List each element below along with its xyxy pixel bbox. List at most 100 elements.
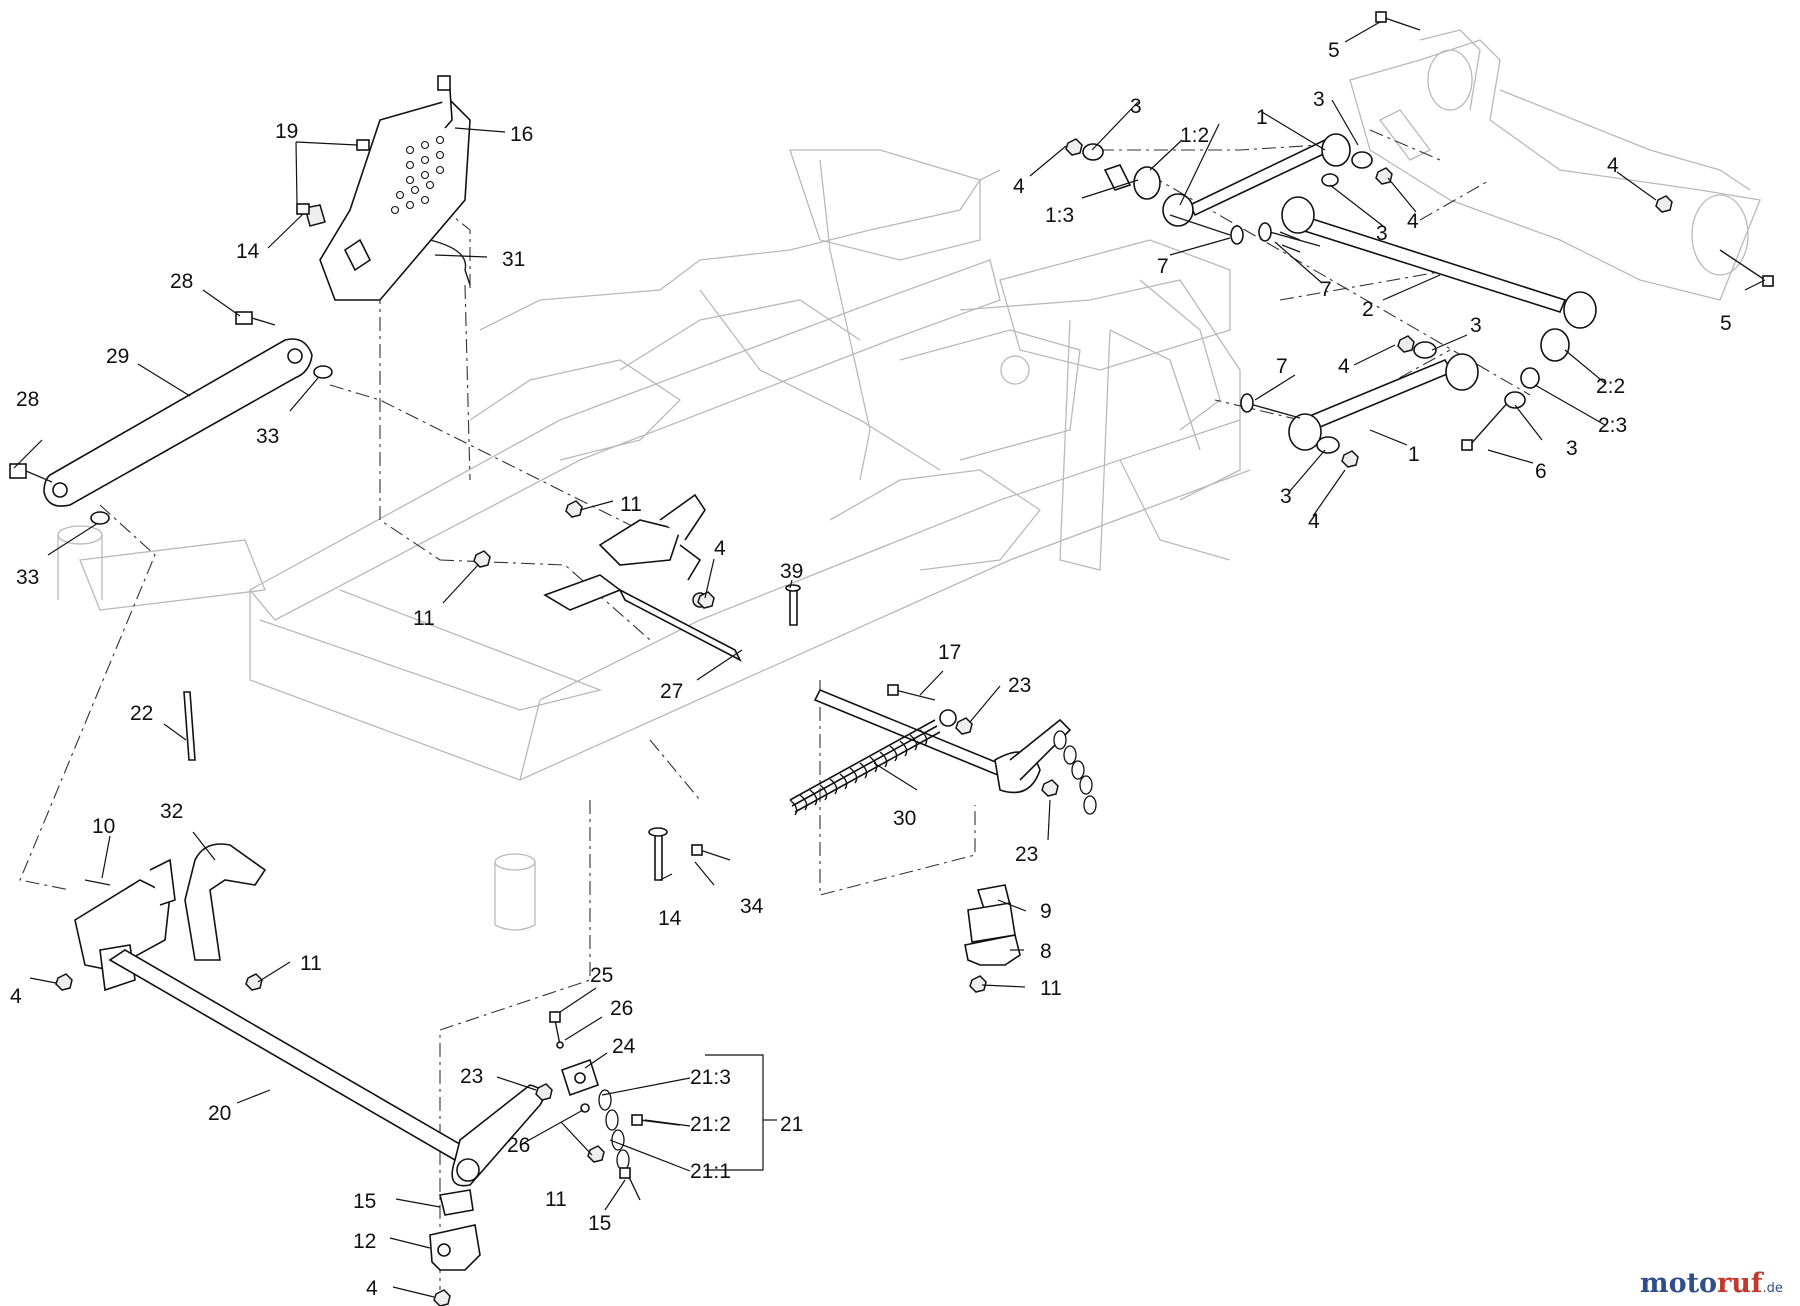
callout-4-bottom-right: 4	[1308, 510, 1320, 533]
callout-26-top: 26	[610, 997, 633, 1020]
bolt-28-top	[235, 311, 276, 326]
callout-3-lower: 3	[1470, 314, 1482, 337]
bolt-34-head	[691, 844, 703, 856]
callout-7-upper: 7	[1157, 255, 1169, 278]
spring-assembly	[789, 688, 1097, 816]
callout-23-chain: 23	[460, 1065, 483, 1088]
washer-33-bottom	[90, 511, 110, 525]
callout-29: 29	[106, 345, 129, 368]
callout-4-far-right: 4	[1607, 154, 1619, 177]
nut-23-upper	[955, 717, 973, 735]
callout-8: 8	[1040, 940, 1052, 963]
mount-8-9	[964, 884, 1021, 993]
callout-23-upper: 23	[1008, 674, 1031, 697]
callout-4-ul: 4	[1013, 175, 1025, 198]
pin-14-head	[648, 827, 668, 837]
rear-pivot-shaft	[108, 949, 545, 1187]
mount-12-13	[429, 1189, 481, 1306]
callout-33-left: 33	[16, 566, 39, 589]
assembly-lines	[19, 129, 1531, 1290]
front-pivot-shaft	[543, 493, 742, 662]
callout-39: 39	[780, 560, 803, 583]
callout-21-3: 21:3	[690, 1066, 731, 1089]
nut-11-frame-b	[473, 550, 491, 568]
bolt-34	[699, 849, 731, 861]
callout-11-left: 11	[300, 952, 322, 975]
pin-39	[789, 589, 798, 626]
pin-39-head	[785, 584, 801, 592]
callout-5-right: 5	[1720, 312, 1732, 335]
svg-text:motoruf.de: motoruf.de	[1640, 1268, 1783, 1299]
callout-3-upper: 3	[1313, 88, 1325, 111]
callout-27: 27	[660, 680, 683, 703]
callout-11-frame-b: 11	[413, 607, 435, 630]
callout-11-mount: 11	[1040, 977, 1062, 1000]
callout-7-mid: 7	[1320, 278, 1332, 301]
callout-3-bottom: 3	[1280, 485, 1292, 508]
callout-9: 9	[1040, 900, 1052, 923]
callout-1-3: 1:3	[1045, 204, 1074, 227]
callout-15: 15	[588, 1212, 611, 1235]
callout-4-upper: 4	[1407, 210, 1419, 233]
callout-4-left: 4	[10, 985, 22, 1008]
callout-19: 19	[275, 120, 298, 143]
bolt-19a	[356, 139, 370, 151]
callout-18: 14	[236, 240, 260, 263]
bolt-17	[894, 689, 936, 701]
callout-30: 30	[893, 807, 916, 830]
nut-4-left	[55, 973, 73, 991]
callout-21: 21	[780, 1113, 803, 1136]
bolt-19b	[296, 203, 310, 215]
callout-11-frame-a: 11	[620, 493, 642, 516]
callout-31: 31	[502, 248, 525, 271]
callout-13: 15	[353, 1190, 376, 1213]
nut-11-left	[245, 973, 263, 991]
callout-labels: 19 16 14 31 28 29 33 28 33 11 11 4 39 27…	[10, 39, 1732, 1300]
callout-1-lower: 1	[1408, 443, 1420, 466]
callout-2-3: 2:3	[1598, 414, 1627, 437]
callout-21-1: 21:1	[690, 1160, 731, 1183]
chain-link-set	[535, 1011, 681, 1201]
callout-2-2: 2:2	[1596, 375, 1625, 398]
link-29	[43, 338, 313, 507]
bolt-28-left	[9, 463, 53, 483]
nut-11-frame-a	[565, 500, 583, 518]
callout-24: 24	[612, 1035, 636, 1058]
callout-2: 2	[1362, 298, 1374, 321]
callout-11-chain: 11	[545, 1188, 567, 1211]
callout-23-lower: 23	[1015, 843, 1038, 866]
pin-14	[654, 834, 663, 881]
bolt-10	[84, 879, 111, 886]
callout-22: 22	[130, 702, 153, 725]
height-of-cut-plate	[319, 75, 471, 301]
callout-21-2: 21:2	[690, 1113, 731, 1136]
callout-1-upper: 1	[1256, 106, 1268, 129]
nut-23-lower	[1041, 779, 1059, 797]
callout-26-bottom: 26	[507, 1134, 530, 1157]
callout-25: 25	[590, 964, 613, 987]
callout-33-top: 33	[256, 425, 279, 448]
callout-3-ul: 3	[1130, 95, 1142, 118]
callout-1-2: 1:2	[1180, 124, 1209, 147]
washer-33-top	[313, 365, 333, 379]
mower-frame	[57, 149, 1251, 931]
callout-34: 34	[740, 895, 764, 918]
bolt-17-head	[887, 684, 899, 696]
callout-4-lower: 4	[1338, 355, 1350, 378]
callout-3-right: 3	[1566, 437, 1578, 460]
callout-3-mid: 3	[1376, 222, 1388, 245]
callout-4-bottom: 4	[366, 1277, 378, 1300]
callout-17: 17	[938, 641, 961, 664]
rear-support-bracket	[1349, 29, 1761, 301]
callout-10: 10	[92, 815, 115, 838]
pin-31	[429, 239, 471, 286]
nut-4-frame	[697, 591, 715, 609]
callout-7-lower: 7	[1276, 355, 1288, 378]
upper-right-linkage	[1065, 11, 1774, 468]
left-height-bracket	[74, 843, 267, 992]
spacer-18	[304, 204, 326, 227]
callout-20: 20	[208, 1102, 231, 1125]
callout-28-top: 28	[170, 270, 193, 293]
callout-5-top: 5	[1328, 39, 1340, 62]
